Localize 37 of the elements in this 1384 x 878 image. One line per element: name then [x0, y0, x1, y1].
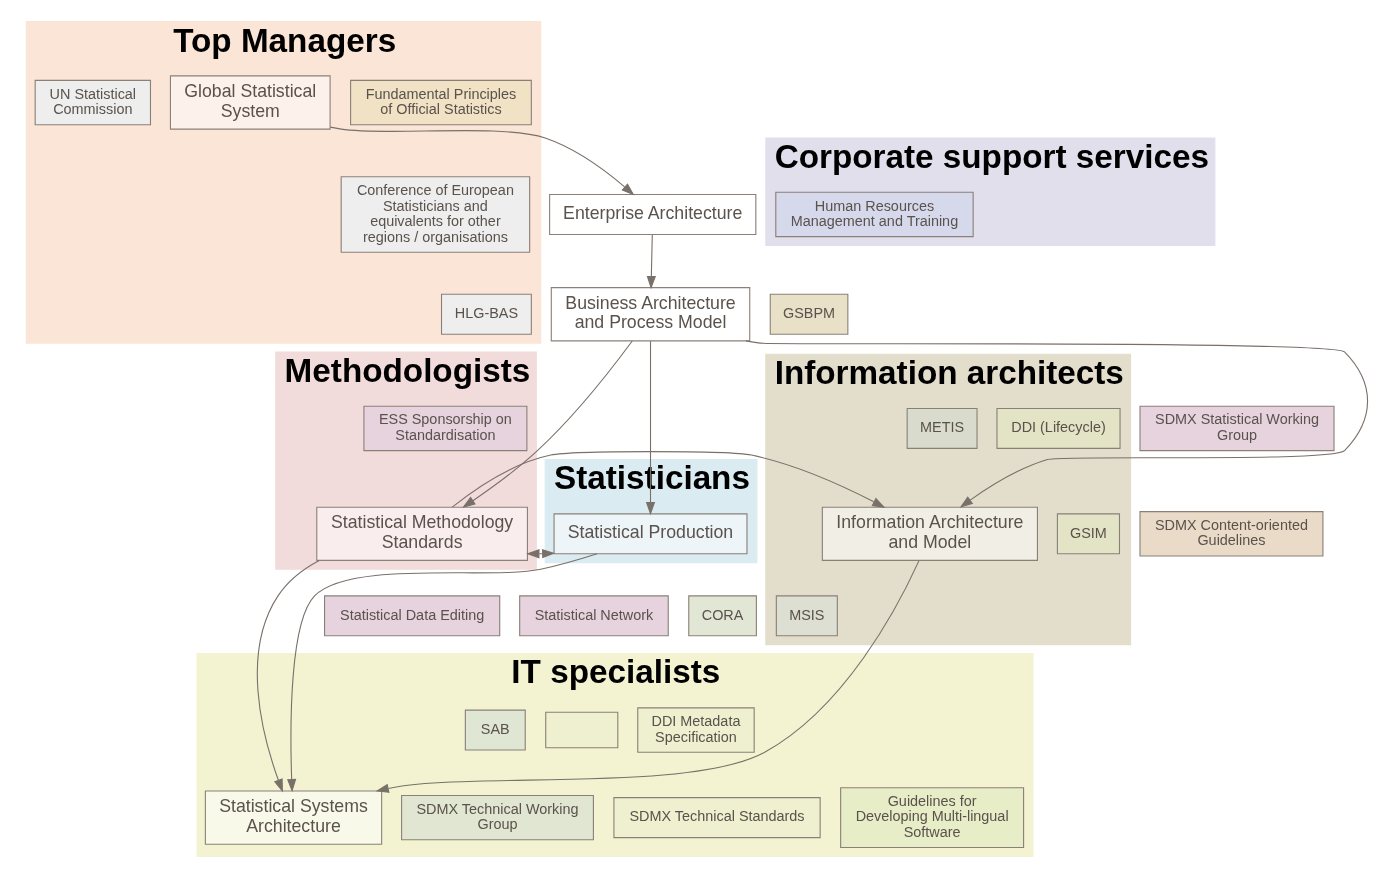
arrow — [525, 549, 555, 559]
node-box: Statistical Data Editing — [323, 595, 500, 637]
arrow — [744, 340, 1368, 508]
node-box: ESS Sponsorship on Standardisation — [362, 405, 527, 452]
arrow — [645, 340, 655, 516]
node-box: Business Architecture and Process Model — [550, 287, 750, 342]
node-box: DDI Metadata Specification — [636, 707, 755, 753]
node-box: Guidelines for Developing Multi-lingual Software — [839, 787, 1024, 849]
arrow — [461, 340, 633, 508]
node-box: Global Statistical System — [169, 75, 331, 130]
node-box: CORA — [687, 595, 757, 637]
node-box: Conference of European Statisticians and equivalents for other regions / organisations — [340, 176, 530, 253]
node-box: Information Architecture and Model — [821, 506, 1038, 561]
node-box — [544, 711, 618, 749]
node-box: DDI (Lifecycle) — [995, 407, 1121, 449]
node-box: SDMX Technical Working Group — [400, 794, 594, 841]
node-box: UN Statistical Commission — [34, 79, 151, 126]
node-box: GSBPM — [769, 293, 848, 335]
node-box: Statistical Methodology Standards — [315, 506, 528, 561]
node-box: Fundamental Principles of Official Statistics — [349, 79, 532, 126]
node-box: SDMX Technical Standards — [612, 797, 821, 839]
arrow — [646, 234, 656, 290]
node-box: Statistical Systems Architecture — [204, 790, 382, 845]
arrow — [256, 560, 320, 793]
node-box: SAB — [464, 709, 526, 751]
arrow — [375, 560, 920, 793]
arrow — [329, 126, 635, 196]
node-box: GSIM — [1056, 513, 1120, 555]
node-box: Human Resources Management and Training — [774, 191, 974, 238]
node-box: SDMX Statistical Working Group — [1138, 405, 1335, 452]
node-box: Statistical Production — [553, 513, 748, 555]
node-box: METIS — [906, 407, 978, 449]
node-box: HLG-BAS — [440, 293, 532, 335]
node-box: Statistical Network — [518, 595, 669, 637]
node-box: MSIS — [775, 595, 838, 637]
node-box: SDMX Content-oriented Guidelines — [1138, 511, 1323, 557]
node-box: Enterprise Architecture — [548, 193, 756, 235]
